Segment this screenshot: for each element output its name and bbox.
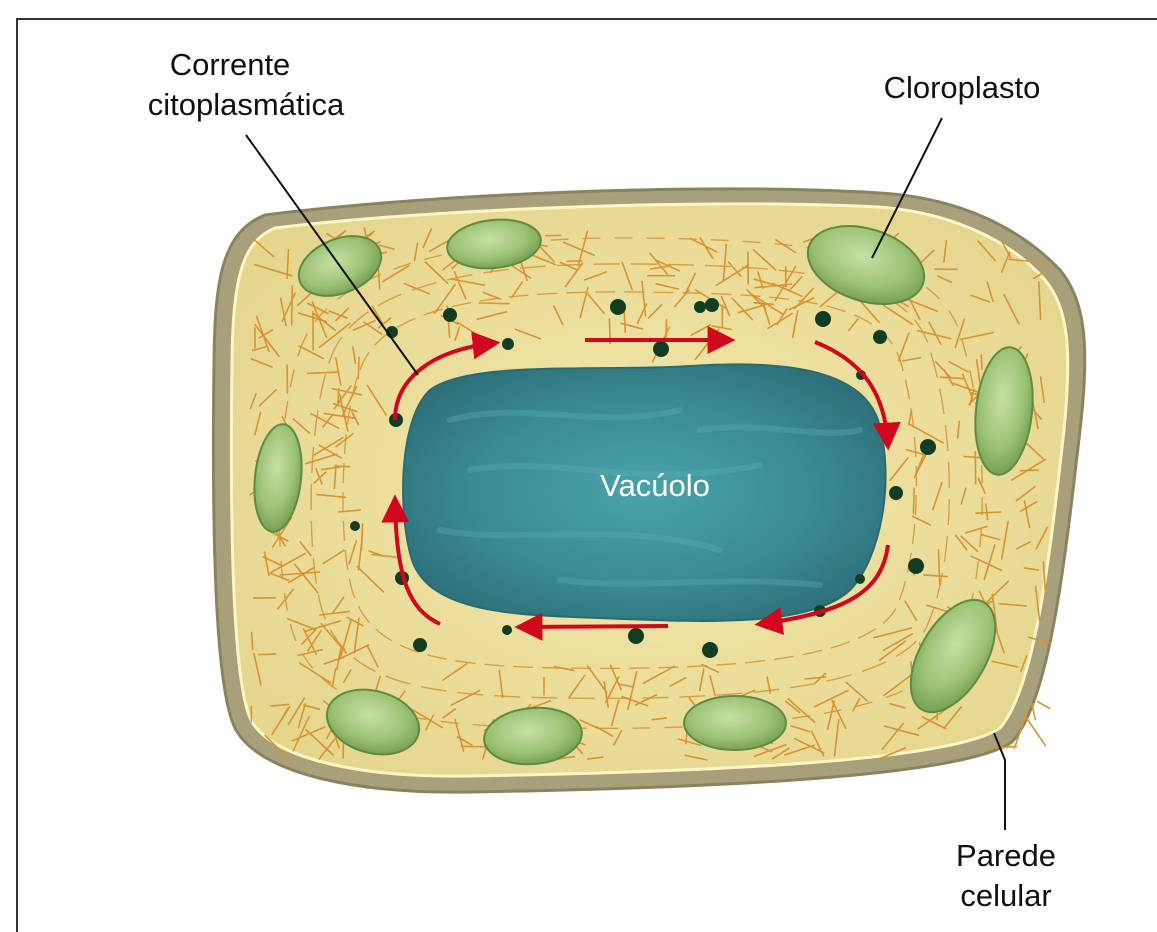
label-streaming-line2: citoplasmática	[148, 87, 345, 122]
label-wall-line2: celular	[960, 878, 1051, 913]
fiber-strand	[479, 303, 509, 304]
fiber-strand	[666, 320, 667, 340]
fiber-strand	[362, 524, 363, 549]
fiber-strand	[259, 654, 276, 655]
chloroplast	[684, 696, 786, 750]
label-vacuole: Vacúolo	[600, 468, 710, 503]
label-chloroplast: Cloroplasto	[884, 70, 1041, 105]
fiber-strand	[1038, 702, 1050, 709]
fiber-strand	[981, 355, 982, 369]
fiber-strand	[914, 488, 915, 513]
fiber-strand	[292, 286, 293, 325]
fiber-strand	[335, 466, 350, 467]
fiber-strand	[461, 746, 484, 747]
fiber-strand	[338, 388, 339, 405]
label-wall-line1: Parede	[956, 838, 1056, 873]
fiber-strand	[358, 357, 359, 378]
fiber-strand	[1032, 704, 1035, 719]
label-streaming-line1: Corrente	[170, 47, 291, 82]
fiber-strand	[567, 261, 581, 262]
streaming-arrow	[520, 626, 668, 627]
fiber-strand	[1026, 717, 1046, 746]
